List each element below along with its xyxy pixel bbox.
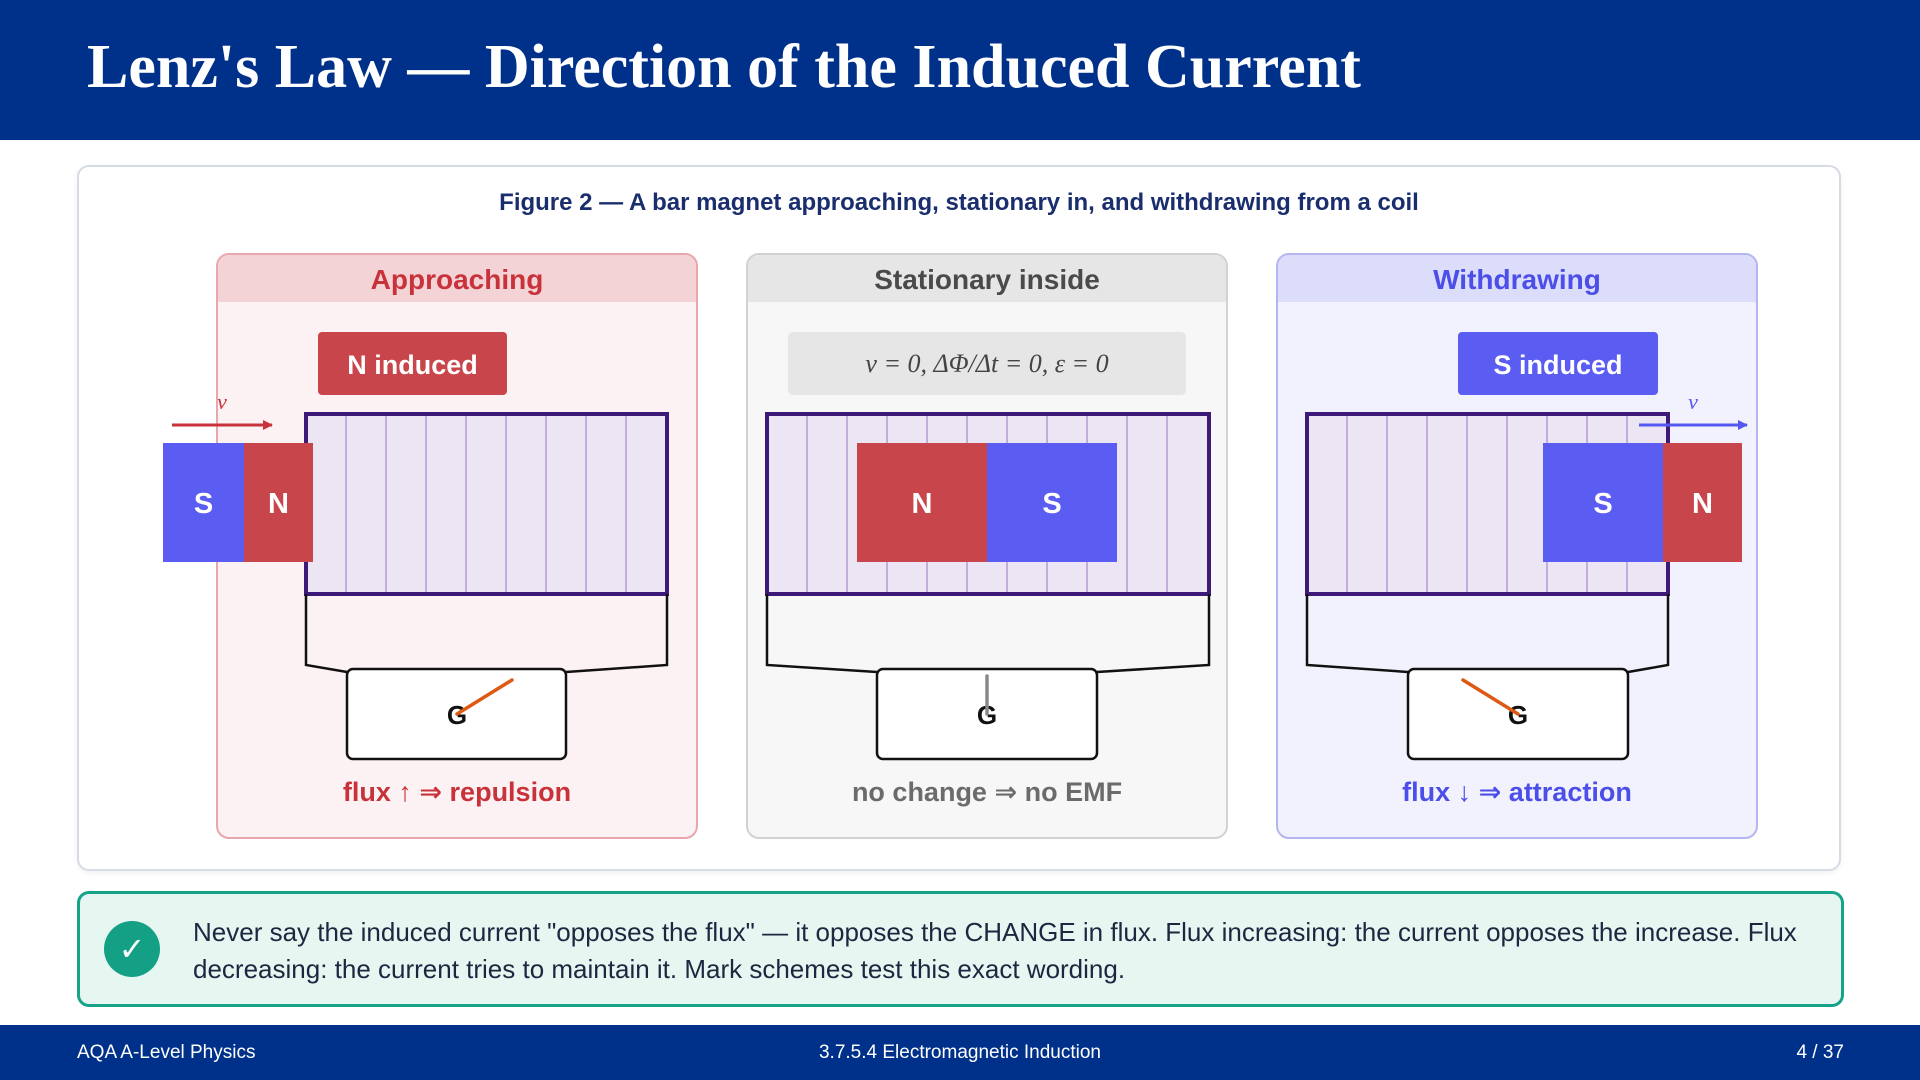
circuit-wires xyxy=(304,594,669,674)
bar-magnet: S N xyxy=(1543,443,1742,562)
equation-text: v = 0, ΔΦ/Δt = 0, ε = 0 xyxy=(865,349,1108,378)
south-pole-label: S xyxy=(1042,488,1061,520)
panel-header xyxy=(218,255,696,302)
lenz-diagram: Approaching N induced xyxy=(163,253,1758,839)
slide-title: Lenz's Law — Direction of the Induced Cu… xyxy=(87,33,1361,101)
south-pole-label: S xyxy=(1593,488,1612,520)
galvanometer-needle xyxy=(1461,678,1520,716)
panel-header xyxy=(748,255,1226,302)
circuit-wires xyxy=(1305,594,1670,674)
figure-card: Figure 2 — A bar magnet approaching, sta… xyxy=(77,165,1841,871)
north-pole xyxy=(1663,443,1742,562)
induced-pole-label: N induced xyxy=(347,350,478,380)
panel-header xyxy=(1278,255,1756,302)
north-pole xyxy=(857,443,987,562)
panel-title: Approaching xyxy=(371,264,544,295)
panel-caption: flux ↑ ⇒ repulsion xyxy=(343,777,571,807)
galvanometer: G xyxy=(345,667,568,761)
panel-title: Stationary inside xyxy=(874,264,1100,295)
north-pole-label: N xyxy=(912,488,933,520)
panel-approaching: Approaching N induced xyxy=(163,253,698,839)
south-pole xyxy=(163,443,244,562)
callout-text: Never say the induced current "opposes t… xyxy=(193,917,1797,984)
induced-pole-badge xyxy=(318,332,507,395)
velocity-arrow: v xyxy=(1639,389,1748,430)
induced-pole-label: S induced xyxy=(1493,350,1622,380)
velocity-label: v xyxy=(1688,389,1698,414)
page-number: 4 / 37 xyxy=(1796,1042,1844,1063)
velocity-label: v xyxy=(217,389,227,414)
key-point-callout: ✓ Never say the induced current "opposes… xyxy=(77,891,1844,1007)
title-bar: Lenz's Law — Direction of the Induced Cu… xyxy=(0,0,1920,140)
equation-box xyxy=(788,332,1186,395)
north-pole xyxy=(244,443,313,562)
south-pole xyxy=(987,443,1117,562)
coil xyxy=(304,412,669,596)
bar-magnet: S N xyxy=(163,443,313,562)
panel-withdrawing: Withdrawing S induced xyxy=(1276,253,1758,839)
panel-caption: no change ⇒ no EMF xyxy=(852,777,1122,807)
galvanometer: G xyxy=(1406,667,1630,761)
panel-stationary: Stationary inside v = 0, ΔΦ/Δt = 0, ε = … xyxy=(746,253,1228,839)
north-pole-label: N xyxy=(268,488,289,520)
panel-title: Withdrawing xyxy=(1433,264,1601,295)
south-pole xyxy=(1543,443,1663,562)
figure-caption: Figure 2 — A bar magnet approaching, sta… xyxy=(499,189,1419,216)
circuit-wires xyxy=(765,594,1211,674)
bar-magnet: N S xyxy=(857,443,1117,562)
north-pole-label: N xyxy=(1692,488,1713,520)
panel-caption: flux ↓ ⇒ attraction xyxy=(1402,777,1632,807)
check-icon: ✓ xyxy=(104,921,160,977)
galvanometer: G xyxy=(875,667,1099,761)
footer-topic: 3.7.5.4 Electromagnetic Induction xyxy=(818,1042,1101,1063)
velocity-arrow: v xyxy=(172,389,273,430)
galvanometer-needle xyxy=(455,678,514,716)
south-pole-label: S xyxy=(194,488,213,520)
footer-course: AQA A-Level Physics xyxy=(77,1042,256,1063)
footer-bar: AQA A-Level Physics 3.7.5.4 Electromagne… xyxy=(0,1025,1920,1080)
induced-pole-badge xyxy=(1458,332,1658,395)
